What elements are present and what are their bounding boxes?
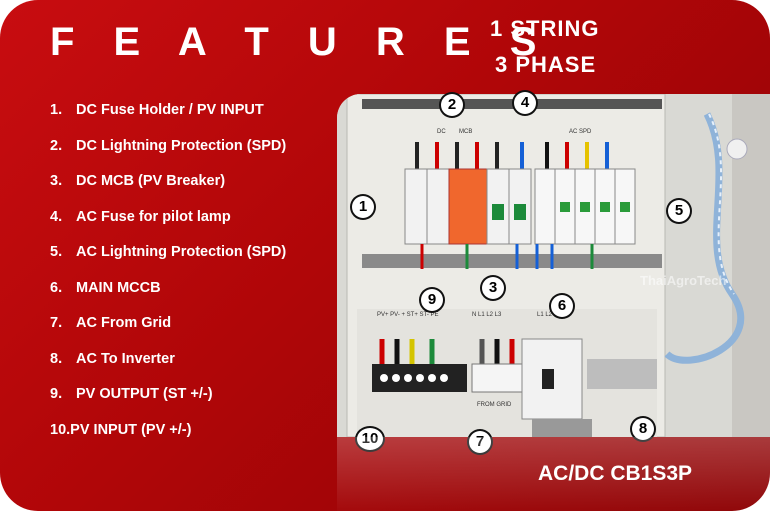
pv-terminal-label: PV+ PV- + ST+ ST- PE xyxy=(377,312,439,318)
feature-item: 2. DC Lightning Protection (SPD) xyxy=(50,136,286,172)
feature-text: AC Fuse for pilot lamp xyxy=(76,208,231,225)
marker-3: 3 xyxy=(482,277,504,299)
feature-text: AC To Inverter xyxy=(76,350,175,367)
feature-item: 5. AC Lightning Protection (SPD) xyxy=(50,242,286,278)
from-grid-label: FROM GRID xyxy=(477,402,512,408)
feature-item: 9. PV OUTPUT (ST +/-) xyxy=(50,384,286,420)
grid-terminal-label: N L1 L2 L3 xyxy=(472,312,502,318)
feature-item: 1. DC Fuse Holder / PV INPUT xyxy=(50,100,286,136)
feature-number: 9. xyxy=(50,386,63,402)
panel-photo: DC MCB AC SPD PV+ PV- + ST+ ST- PE N L1 … xyxy=(337,94,770,437)
photo-reflection xyxy=(337,437,770,511)
feature-item: 3. DC MCB (PV Breaker) xyxy=(50,171,286,207)
feature-number: 7. xyxy=(50,315,63,331)
feature-list: 1. DC Fuse Holder / PV INPUT 2. DC Lightni… xyxy=(50,100,286,455)
feature-number: 2. xyxy=(50,137,63,154)
feature-text: DC MCB (PV Breaker) xyxy=(76,173,226,189)
feature-text: AC Lightning Protection (SPD) xyxy=(76,244,287,260)
feature-text: AC From Grid xyxy=(76,315,172,331)
marker-1: 1 xyxy=(352,196,374,218)
feature-text: PV INPUT (PV +/-) xyxy=(70,421,192,438)
feature-number: 1. xyxy=(50,102,63,118)
marker-10: 10 xyxy=(357,428,383,450)
feature-text: DC Fuse Holder / PV INPUT xyxy=(76,102,264,118)
mcb-label: MCB xyxy=(459,129,473,135)
model-name: AC/DC CB1S3P xyxy=(538,462,693,485)
feature-item: 7. AC From Grid xyxy=(50,313,286,349)
feature-item: 4. AC Fuse for pilot lamp xyxy=(50,207,286,243)
feature-number: 6. xyxy=(50,279,63,296)
marker-4: 4 xyxy=(514,92,536,114)
electrical-panel-illustration xyxy=(337,94,770,437)
feature-text: PV OUTPUT (ST +/-) xyxy=(76,386,213,402)
spec-phase: 3 PHASE xyxy=(495,52,597,77)
feature-item: 10.PV INPUT (PV +/-) xyxy=(50,420,286,456)
feature-number: 4. xyxy=(50,208,63,225)
marker-7: 7 xyxy=(469,431,491,453)
feature-item: 8. AC To Inverter xyxy=(50,349,286,385)
feature-text: DC Lightning Protection (SPD) xyxy=(76,137,287,154)
marker-6: 6 xyxy=(551,295,573,317)
feature-number: 10. xyxy=(50,421,71,438)
page-title: F E A T U R E S xyxy=(50,20,551,64)
spec-string-count: 1 STRING xyxy=(490,16,600,41)
marker-9: 9 xyxy=(421,289,443,311)
feature-number: 5. xyxy=(50,244,63,260)
feature-number: 8. xyxy=(50,350,63,367)
marker-8: 8 xyxy=(632,418,654,440)
marker-5: 5 xyxy=(668,200,690,222)
watermark: ThaiAgroTech xyxy=(640,273,727,288)
feature-number: 3. xyxy=(50,173,63,189)
ac-spd-label: AC SPD xyxy=(569,129,592,135)
feature-text: MAIN MCCB xyxy=(76,279,161,296)
mccb-terminal-label: L1 L2 L3 xyxy=(537,312,561,318)
feature-item: 6. MAIN MCCB xyxy=(50,278,286,314)
marker-2: 2 xyxy=(441,94,463,116)
dc-label: DC xyxy=(437,129,446,135)
